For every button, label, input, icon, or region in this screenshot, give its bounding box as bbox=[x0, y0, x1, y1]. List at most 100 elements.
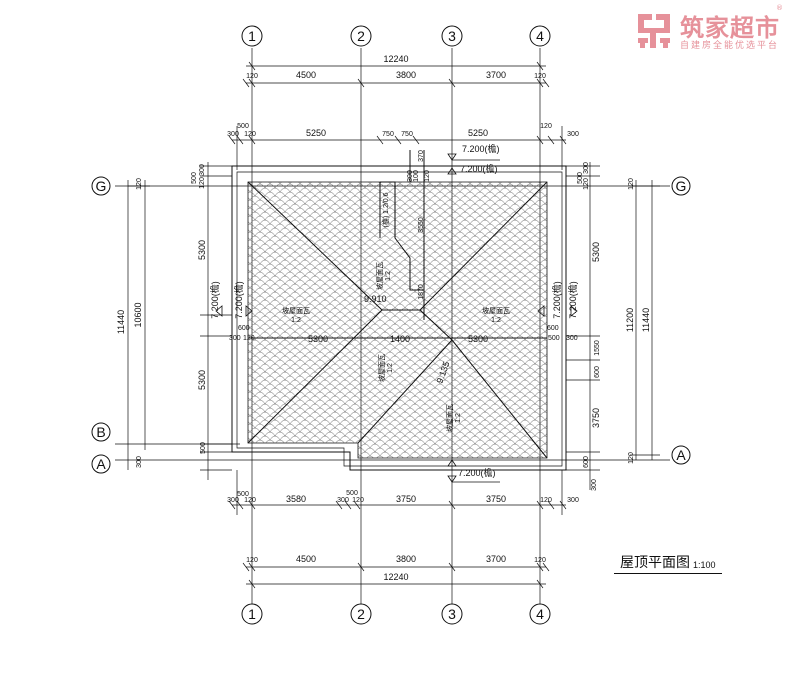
dim-bottom-row2-1: 300 bbox=[227, 497, 239, 504]
dim-left-small-1: 300 bbox=[199, 164, 206, 176]
dim-left-small-6: 600 bbox=[238, 325, 250, 332]
elevation-labels: 7.200(檐) 7.200(檐) 7.200(檐) 7.200(檐) 7.20… bbox=[209, 143, 578, 478]
slope-label-west: 坡屋面瓦 bbox=[282, 306, 310, 315]
right-dimension-chain bbox=[566, 162, 660, 490]
axis-label-top-2: 2 bbox=[357, 28, 365, 44]
dim-300: 300 bbox=[407, 170, 414, 182]
slope-label-north: 坡屋面瓦 bbox=[375, 262, 384, 290]
ridge-elev-1: 9.910 bbox=[364, 294, 387, 304]
dim-bottom-row2-5: 300 bbox=[337, 497, 349, 504]
axis-bubbles-top: 1 2 3 4 bbox=[241, 25, 551, 47]
dim-left-small-2: 120 bbox=[199, 177, 206, 189]
dim-left-inner: 10600 bbox=[133, 302, 143, 327]
dim-top-row2-8: 300 bbox=[567, 131, 579, 138]
dim-bottom-row2-6: 120 bbox=[352, 497, 364, 504]
dim-top-span-0: 120 bbox=[246, 73, 258, 80]
axis-label-bottom-2: 2 bbox=[357, 606, 365, 622]
dim-right-total: 11440 bbox=[641, 308, 651, 332]
dim-right-span-0: 5300 bbox=[591, 242, 601, 262]
dim-bottom-row2-9: 120 bbox=[540, 497, 552, 504]
dim-right-small-0: 500 bbox=[577, 172, 584, 184]
elev-top2: 7.200(檐) bbox=[460, 163, 498, 174]
axis-label-top-4: 4 bbox=[536, 28, 544, 44]
dim-left-total: 11440 bbox=[116, 310, 126, 334]
brand-logo-icon bbox=[638, 14, 670, 48]
bottom-dimension-chain bbox=[228, 470, 567, 589]
axis-label-left-B: B bbox=[96, 424, 105, 440]
bottom-dimension-labels: 500 300 120 3580 500 300 120 3750 3750 1… bbox=[227, 490, 579, 582]
dim-bottom-row2-4: 500 bbox=[346, 490, 358, 497]
dim-right-small-3: 600 bbox=[547, 325, 559, 332]
dim-right-small-8: 300 bbox=[591, 479, 598, 491]
dim-top-row2-6: 5250 bbox=[468, 128, 488, 138]
slope-label-east: 坡屋面瓦 bbox=[482, 306, 510, 315]
dim-bottom-span-1: 4500 bbox=[296, 554, 316, 564]
axis-label-right-G: G bbox=[676, 178, 687, 194]
dim-top-row2-2: 120 bbox=[244, 131, 256, 138]
dim-left-small-3: 120 bbox=[136, 178, 143, 190]
dim-top-row2-1: 300 bbox=[227, 131, 239, 138]
top-dimension-labels: 12240 120 4500 3800 3700 120 500 300 120… bbox=[227, 54, 579, 138]
opening-label: (檐) 1.2/0.6 bbox=[381, 192, 390, 227]
dim-bottom-row2-3: 3580 bbox=[286, 494, 306, 504]
dim-bottom-span-3: 3700 bbox=[486, 554, 506, 564]
elev-right: 7.200(檐) bbox=[551, 281, 562, 319]
elev-left2: 7.200(檐) bbox=[233, 281, 244, 319]
axis-bubbles-bottom: 1 2 3 4 bbox=[241, 603, 551, 625]
elev-top: 7.200(檐) bbox=[462, 143, 500, 154]
slope-ratio-south: 1:2 bbox=[387, 363, 394, 373]
dim-bottom-span-0: 120 bbox=[246, 557, 258, 564]
slope-ratio-west: 1:2 bbox=[291, 317, 301, 324]
title-underline bbox=[614, 573, 722, 574]
dim-mid-1: 1400 bbox=[390, 334, 410, 344]
axis-label-left-A: A bbox=[96, 456, 106, 472]
top-dimension-chain bbox=[228, 61, 567, 170]
dim-370: 370 bbox=[418, 150, 425, 162]
mid-dimension-labels: 5300 1400 5300 bbox=[308, 334, 488, 344]
right-dimension-labels: 5300 1550 600 3750 11200 11440 500 300 1… bbox=[547, 162, 651, 491]
slope-labels: 坡屋面瓦 1:2 坡屋面瓦 1:2 坡屋面瓦 1:2 坡屋面瓦 1:2 坡屋面瓦… bbox=[282, 262, 510, 432]
axis-label-bottom-3: 3 bbox=[448, 606, 456, 622]
dim-top-row2-7: 120 bbox=[540, 123, 552, 130]
slope-ratio-east: 1:2 bbox=[491, 317, 501, 324]
dim-left-small-7: 300 bbox=[229, 335, 241, 342]
elev-right2: 7.200(檐) bbox=[567, 281, 578, 319]
slope-ratio-se: 1:2 bbox=[455, 413, 462, 423]
axis-label-bottom-4: 4 bbox=[536, 606, 544, 622]
dim-top-row2-0: 500 bbox=[237, 123, 249, 130]
dim-bottom-span-4: 120 bbox=[534, 557, 546, 564]
dim-right-span-3: 3750 bbox=[591, 408, 601, 428]
brand-tagline: 自建房全能优选平台 bbox=[680, 41, 780, 51]
dim-left-span-1: 5300 bbox=[197, 370, 207, 390]
registered-mark: ® bbox=[776, 4, 783, 12]
dim-bottom-span-2: 3800 bbox=[396, 554, 416, 564]
dim-right-small-2: 120 bbox=[583, 178, 590, 190]
dim-bottom-row2-2: 120 bbox=[244, 497, 256, 504]
elevation-markers bbox=[215, 153, 578, 483]
elev-bottom: 7.200(檐) bbox=[458, 467, 496, 478]
drawing-scale: 1:100 bbox=[693, 560, 716, 570]
slope-label-south: 坡屋面瓦 bbox=[377, 354, 386, 382]
dim-right-small-9: 120 bbox=[628, 452, 635, 464]
dim-top-row2-4: 750 bbox=[382, 131, 394, 138]
dim-bottom-row2-8: 3750 bbox=[486, 494, 506, 504]
dim-top-row2-3: 5250 bbox=[306, 128, 326, 138]
axis-label-left-G: G bbox=[96, 178, 107, 194]
axis-label-top-1: 1 bbox=[248, 28, 256, 44]
axis-label-top-3: 3 bbox=[448, 28, 456, 44]
slope-label-se: 坡屋面瓦 bbox=[445, 404, 454, 432]
left-dimension-chain bbox=[127, 162, 232, 480]
dim-left-small-0: 500 bbox=[191, 172, 198, 184]
dim-3550: 3550 bbox=[418, 217, 425, 233]
elev-left: 7.200(檐) bbox=[209, 281, 220, 319]
dim-top-span-2: 3800 bbox=[396, 70, 416, 80]
dim-mid-0: 5300 bbox=[308, 334, 328, 344]
dim-right-span-2: 600 bbox=[594, 366, 601, 378]
dim-100: 100 bbox=[413, 170, 420, 182]
dim-top-span-1: 4500 bbox=[296, 70, 316, 80]
dim-right-small-6: 120 bbox=[628, 178, 635, 190]
axis-label-bottom-1: 1 bbox=[248, 606, 256, 622]
dim-top-span-4: 120 bbox=[534, 73, 546, 80]
dim-top-total: 12240 bbox=[383, 54, 408, 64]
